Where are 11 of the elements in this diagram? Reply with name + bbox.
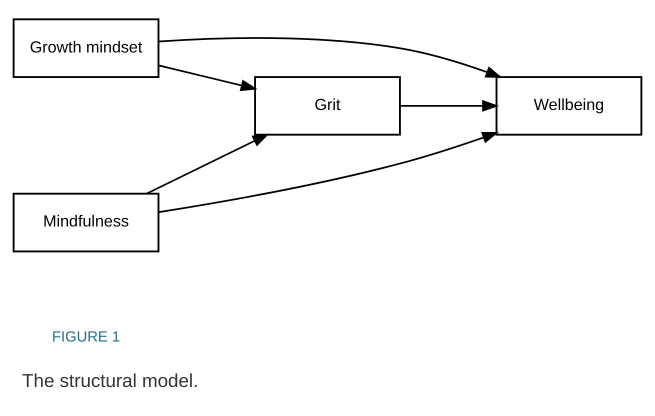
node-box: Grit [254, 76, 401, 136]
arrow [158, 64, 258, 91]
node-box: Growth mindset [12, 18, 160, 78]
caption: The structural model. [22, 370, 198, 391]
node-box: Wellbeing [496, 76, 642, 136]
node-box: Mindfulness [12, 192, 160, 252]
arrow [158, 132, 499, 212]
arrow [146, 133, 270, 194]
label: FIGURE 1 [52, 329, 120, 346]
arrow [158, 36, 502, 78]
arrow [400, 99, 500, 112]
